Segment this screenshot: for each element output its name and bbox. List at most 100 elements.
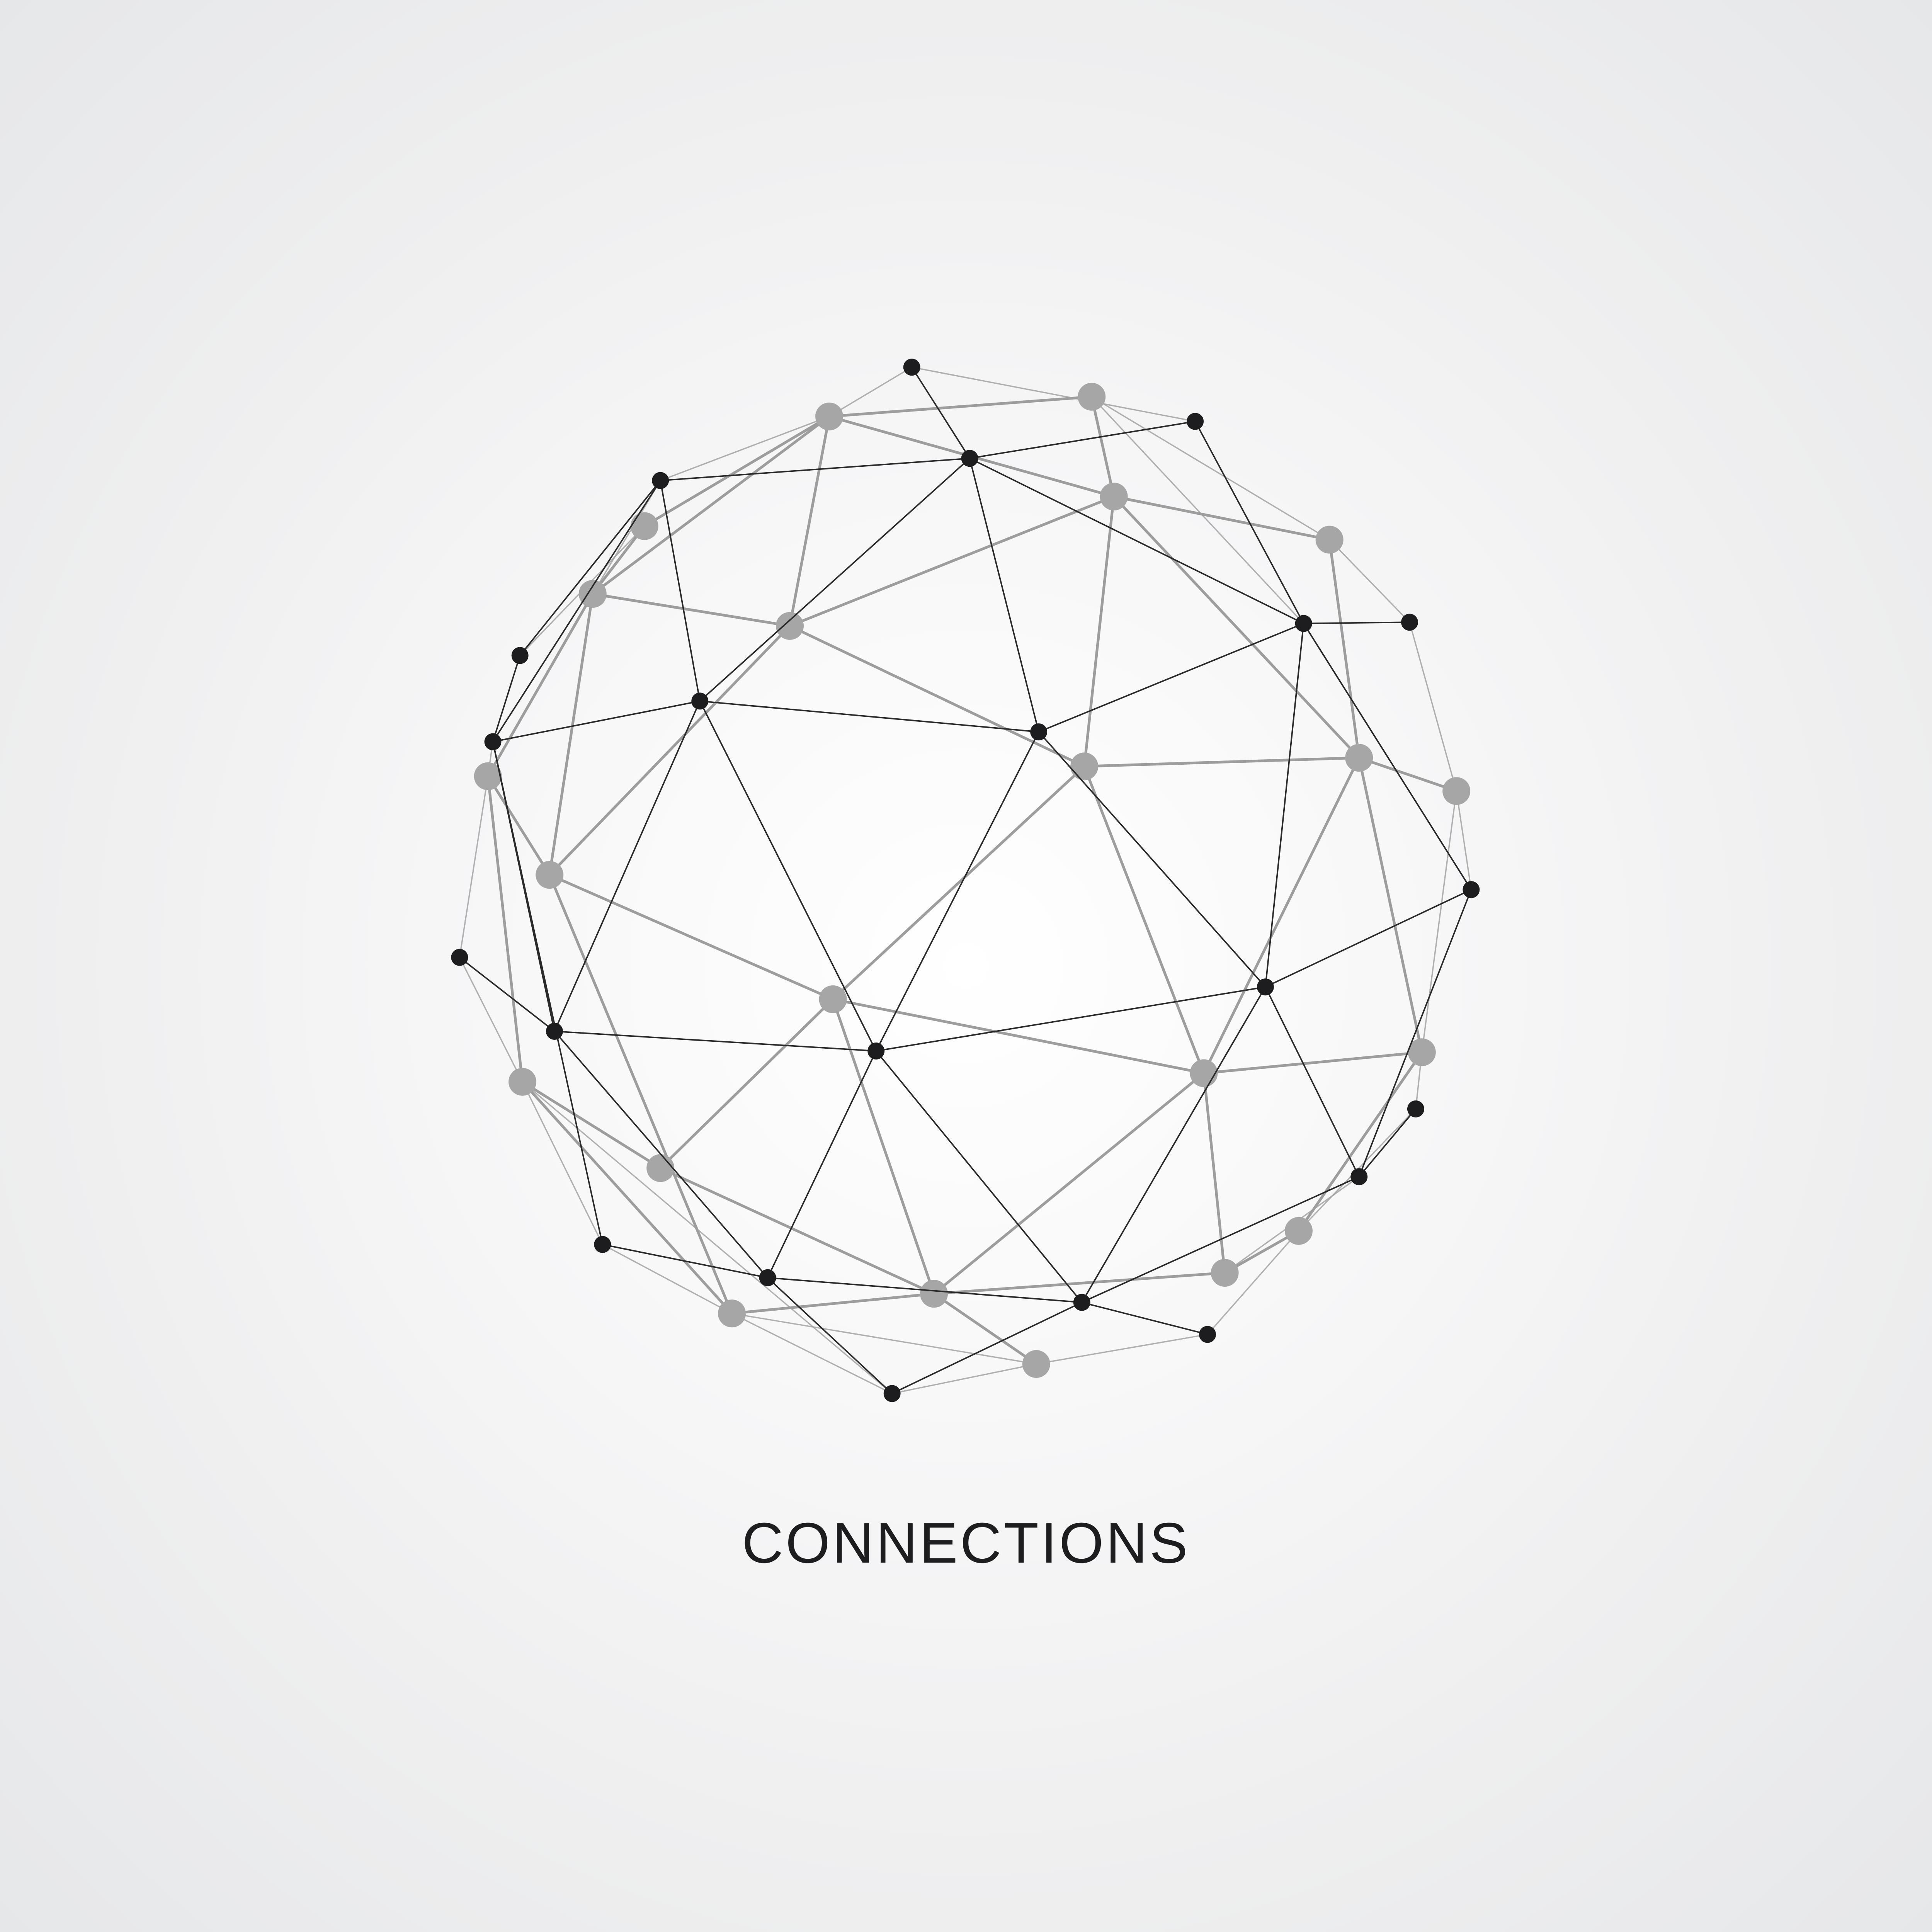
front-connection-line bbox=[969, 458, 1039, 732]
back-node bbox=[646, 1154, 675, 1182]
rim-connection-line bbox=[1329, 539, 1410, 623]
back-connection-line bbox=[522, 1080, 662, 1169]
front-connection-line bbox=[1358, 1108, 1417, 1177]
back-connection-line bbox=[1357, 757, 1423, 1053]
front-node bbox=[1295, 615, 1312, 632]
back-node bbox=[1022, 1350, 1050, 1378]
back-connection-line bbox=[789, 495, 1114, 628]
back-connection-line bbox=[1298, 1051, 1423, 1232]
back-node bbox=[819, 985, 847, 1014]
back-connection-line bbox=[486, 776, 551, 876]
back-connection-line bbox=[486, 593, 594, 777]
back-connection-line bbox=[548, 874, 733, 1314]
back-node bbox=[920, 1280, 948, 1308]
rim-connection-line bbox=[459, 776, 489, 957]
back-connection-line bbox=[1113, 495, 1360, 759]
front-node bbox=[1463, 881, 1480, 898]
back-node bbox=[474, 762, 502, 790]
back-connection-line bbox=[1084, 756, 1359, 768]
front-node bbox=[1073, 1294, 1090, 1311]
rim-connection-line bbox=[660, 416, 830, 481]
back-node bbox=[1442, 777, 1471, 805]
back-connection-line bbox=[832, 765, 1085, 1000]
back-connection-line bbox=[549, 873, 834, 1001]
front-connection-line bbox=[492, 655, 521, 742]
back-node bbox=[536, 861, 564, 889]
back-node bbox=[1211, 1259, 1239, 1287]
front-connection-line bbox=[700, 700, 1039, 733]
front-node bbox=[1401, 614, 1418, 631]
back-connection-line bbox=[1359, 756, 1457, 793]
rim-connection-line bbox=[1091, 396, 1304, 624]
rim-connection-line bbox=[522, 1081, 603, 1245]
back-node bbox=[1190, 1059, 1218, 1087]
back-connection-line bbox=[789, 624, 1085, 768]
front-connection-line bbox=[660, 480, 701, 701]
front-connection-line bbox=[1194, 421, 1304, 624]
front-connection-line bbox=[875, 731, 1039, 1051]
back-connection-line bbox=[1204, 1051, 1422, 1075]
front-connection-line bbox=[554, 1031, 876, 1052]
front-node bbox=[484, 733, 502, 750]
rim-connection-line bbox=[731, 1313, 893, 1395]
back-node bbox=[1345, 744, 1373, 772]
back-connection-line bbox=[521, 1081, 733, 1315]
back-connection-line bbox=[1328, 539, 1361, 758]
front-connection-line bbox=[602, 1243, 768, 1279]
rim-connection-line bbox=[892, 1363, 1037, 1395]
front-node bbox=[759, 1269, 776, 1286]
front-connection-line bbox=[492, 480, 661, 742]
back-node bbox=[1070, 752, 1099, 781]
front-connection-line bbox=[1264, 623, 1304, 987]
back-connection-line bbox=[1202, 757, 1361, 1074]
caption-title: CONNECTIONS bbox=[742, 1511, 1190, 1575]
rim-connection-line bbox=[1207, 1230, 1299, 1335]
front-node bbox=[1350, 1168, 1368, 1185]
back-connection-line bbox=[788, 416, 831, 626]
back-node bbox=[630, 512, 658, 540]
front-node bbox=[691, 692, 709, 710]
front-connection-line bbox=[1303, 621, 1410, 624]
rim-connection-line bbox=[459, 957, 523, 1082]
back-connection-line bbox=[486, 776, 524, 1082]
back-node bbox=[509, 1068, 537, 1096]
front-connection-line bbox=[660, 457, 970, 481]
front-connection-line bbox=[699, 457, 970, 702]
front-connection-line bbox=[911, 367, 971, 459]
front-connection-line bbox=[1265, 889, 1472, 988]
back-node bbox=[718, 1299, 746, 1328]
back-connection-line bbox=[934, 1271, 1225, 1295]
front-connection-line bbox=[1038, 731, 1266, 988]
front-connection-line bbox=[492, 742, 604, 1245]
rim-connection-line bbox=[1456, 791, 1472, 890]
front-node bbox=[1187, 413, 1204, 430]
front-node bbox=[1407, 1100, 1424, 1117]
back-connection-line bbox=[659, 998, 834, 1169]
front-connection-line bbox=[875, 1050, 1083, 1303]
front-connection-line bbox=[876, 986, 1266, 1052]
back-connection-line bbox=[1090, 396, 1116, 497]
front-connection-line bbox=[767, 1051, 877, 1278]
back-connection-line bbox=[548, 594, 594, 875]
front-node bbox=[961, 450, 978, 467]
front-node bbox=[1030, 723, 1048, 741]
front-connection-line bbox=[554, 1031, 769, 1279]
front-connection-line bbox=[1082, 1301, 1208, 1335]
rim-connection-line bbox=[522, 1081, 893, 1394]
front-connection-line bbox=[767, 1277, 893, 1394]
back-connection-line bbox=[592, 415, 830, 595]
back-node bbox=[1078, 383, 1106, 411]
front-connection-line bbox=[969, 420, 1196, 459]
back-connection-line bbox=[1083, 496, 1116, 767]
back-node bbox=[1315, 526, 1344, 554]
back-connection-line bbox=[1224, 1230, 1299, 1274]
rim-connection-line bbox=[1421, 791, 1457, 1053]
front-node bbox=[451, 949, 468, 966]
front-connection-line bbox=[519, 480, 661, 656]
back-node bbox=[1100, 483, 1128, 511]
front-node bbox=[594, 1236, 611, 1253]
front-node bbox=[1199, 1326, 1216, 1343]
front-connection-line bbox=[1038, 622, 1304, 733]
rim-connection-line bbox=[1091, 396, 1330, 541]
